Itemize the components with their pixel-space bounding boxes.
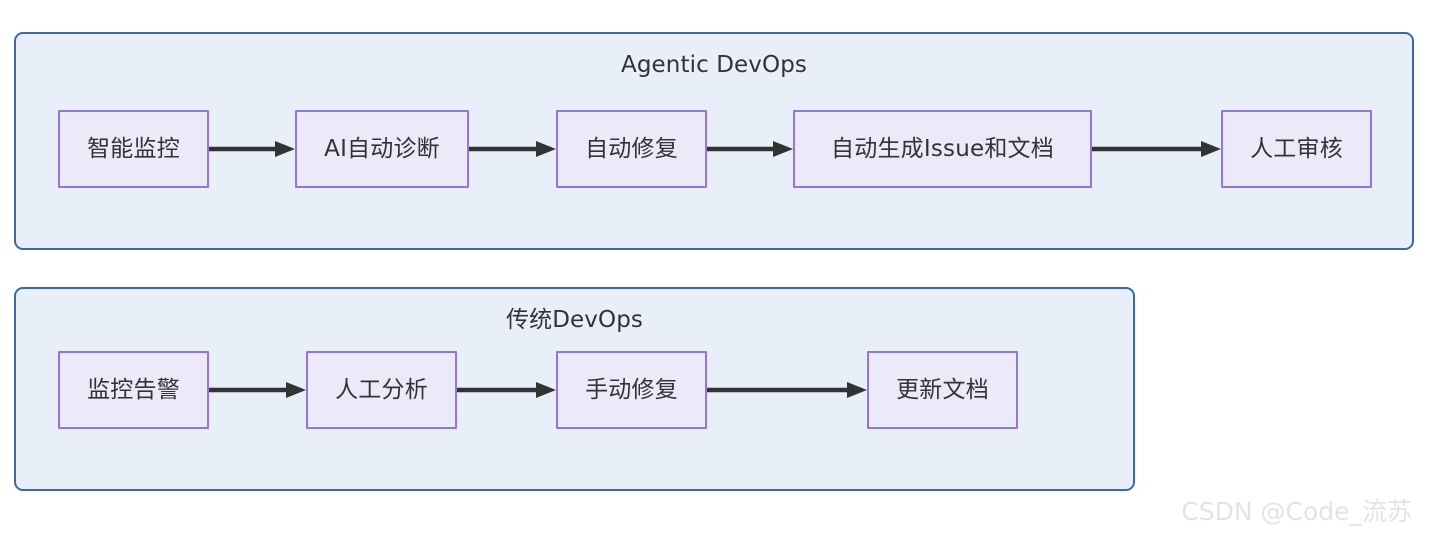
csdn-watermark: CSDN @Code_流苏	[1181, 497, 1412, 526]
node-自动修复[interactable]: 自动修复	[556, 110, 707, 188]
edge-arrow-人工分析-to-手动修复	[457, 380, 556, 400]
node-更新文档[interactable]: 更新文档	[867, 351, 1018, 429]
node-label: 自动生成Issue和文档	[831, 136, 1054, 162]
subgraph-traditional-devops-title: 传统DevOps	[506, 307, 643, 333]
subgraph-agentic-devops[interactable]: Agentic DevOps	[14, 32, 1414, 250]
edge-arrow-ai自动诊断-to-自动修复	[469, 139, 556, 159]
node-人工审核[interactable]: 人工审核	[1221, 110, 1372, 188]
node-label: 手动修复	[585, 377, 678, 403]
edge-arrow-手动修复-to-更新文档	[707, 380, 867, 400]
node-ai自动诊断[interactable]: AI自动诊断	[295, 110, 469, 188]
node-label: 人工审核	[1250, 136, 1343, 162]
node-label: AI自动诊断	[324, 136, 440, 162]
node-label: 自动修复	[585, 136, 678, 162]
node-手动修复[interactable]: 手动修复	[556, 351, 707, 429]
node-label: 人工分析	[335, 377, 428, 403]
edge-arrow-智能监控-to-ai自动诊断	[209, 139, 295, 159]
node-label: 更新文档	[896, 377, 989, 403]
node-监控告警[interactable]: 监控告警	[58, 351, 209, 429]
edge-arrow-自动修复-to-自动生成issue和文档	[707, 139, 793, 159]
edge-arrow-监控告警-to-人工分析	[209, 380, 306, 400]
node-人工分析[interactable]: 人工分析	[306, 351, 457, 429]
node-自动生成issue和文档[interactable]: 自动生成Issue和文档	[793, 110, 1092, 188]
node-label: 监控告警	[87, 377, 180, 403]
edge-arrow-自动生成issue和文档-to-人工审核	[1092, 139, 1221, 159]
subgraph-agentic-devops-title: Agentic DevOps	[621, 52, 807, 78]
node-智能监控[interactable]: 智能监控	[58, 110, 209, 188]
node-label: 智能监控	[87, 136, 180, 162]
